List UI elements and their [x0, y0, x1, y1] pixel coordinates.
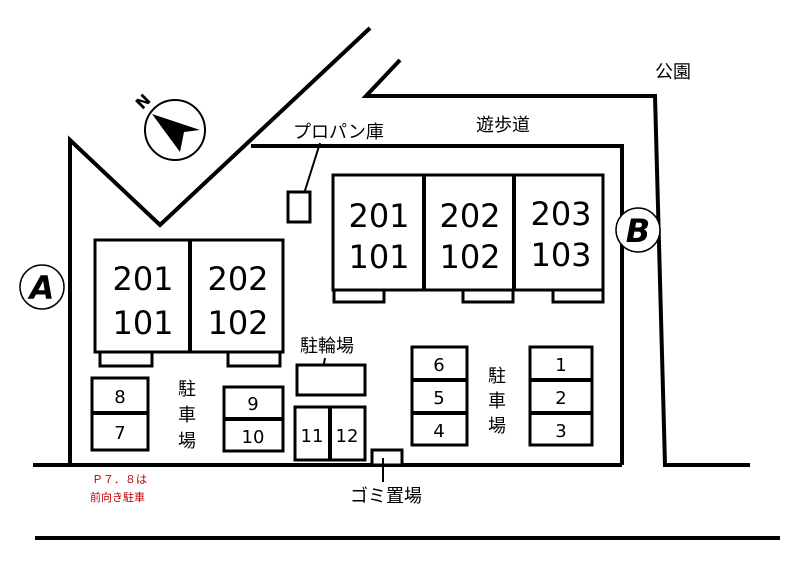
parking-label-right: 駐 車 場: [488, 366, 506, 437]
svg-text:202: 202: [207, 260, 268, 298]
marker-b: B: [615, 207, 661, 253]
building-a: 201 101 202 102: [93, 238, 285, 368]
svg-text:12: 12: [336, 426, 359, 447]
svg-text:場: 場: [488, 416, 506, 437]
note-line-1: Ｐ７．８は: [92, 473, 147, 486]
garbage-label: ゴミ置場: [350, 486, 422, 507]
park-label: 公園: [655, 62, 691, 83]
svg-text:N: N: [132, 90, 155, 113]
svg-text:102: 102: [207, 304, 268, 342]
svg-text:203: 203: [530, 195, 591, 233]
marker-a: A: [19, 264, 65, 310]
parking-label-left: 駐 車 場: [178, 379, 196, 452]
svg-text:A: A: [27, 269, 55, 307]
svg-text:6: 6: [433, 355, 444, 376]
compass-icon: N: [132, 90, 206, 161]
parking-left: 8 7: [90, 376, 150, 452]
svg-text:9: 9: [247, 394, 258, 415]
svg-text:103: 103: [530, 236, 591, 274]
parking-center: 6 5 4: [410, 345, 469, 447]
svg-text:4: 4: [433, 421, 444, 442]
svg-text:202: 202: [439, 197, 500, 235]
svg-text:駐: 駐: [178, 379, 196, 400]
parking-right: 1 2 3: [528, 345, 594, 447]
svg-text:駐: 駐: [488, 366, 506, 387]
building-b: 201 101 202 102 203 103: [331, 173, 605, 304]
propane-storage: [286, 190, 312, 224]
propane-label: プロパン庫: [293, 122, 384, 143]
svg-text:B: B: [626, 212, 650, 250]
boundary-lines: [33, 26, 780, 540]
svg-text:201: 201: [112, 260, 173, 298]
svg-text:2: 2: [555, 388, 566, 409]
svg-text:車: 車: [178, 405, 196, 426]
svg-text:3: 3: [555, 421, 566, 442]
parking-bottom: 11 12: [293, 405, 367, 462]
bicycle-parking: [295, 363, 367, 397]
svg-text:場: 場: [178, 431, 196, 452]
svg-text:1: 1: [555, 355, 566, 376]
svg-text:101: 101: [112, 304, 173, 342]
garbage-area: [370, 448, 404, 467]
svg-text:5: 5: [433, 388, 444, 409]
note-line-2: 前向き駐車: [90, 490, 145, 504]
promenade-label: 遊歩道: [476, 115, 530, 136]
svg-text:7: 7: [114, 423, 125, 444]
svg-text:11: 11: [301, 426, 324, 447]
svg-text:201: 201: [348, 197, 409, 235]
svg-text:102: 102: [439, 238, 500, 276]
svg-text:8: 8: [114, 387, 125, 408]
svg-text:10: 10: [242, 427, 265, 448]
svg-text:車: 車: [488, 391, 506, 412]
bicycle-label: 駐輪場: [300, 336, 354, 357]
parking-mid: 9 10: [222, 385, 285, 453]
svg-text:101: 101: [348, 238, 409, 276]
